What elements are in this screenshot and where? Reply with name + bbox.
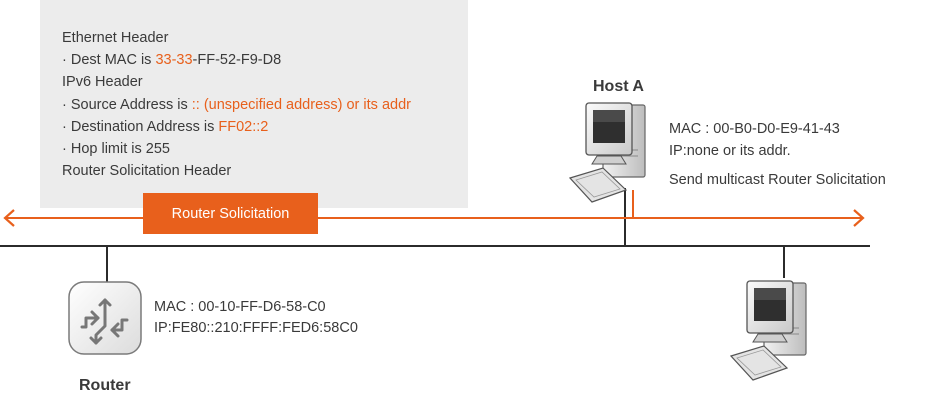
router-ip: IP:FE80::210:FFFF:FED6:58C0: [154, 320, 358, 336]
host-a-action: Send multicast Router Solicitation: [669, 172, 886, 188]
packet-header-panel: [40, 0, 468, 208]
multicast-arrow: [3, 190, 865, 227]
router-mac: MAC : 00-10-FF-D6-58-C0: [154, 299, 326, 315]
dest-mac-highlight: 33-33: [155, 52, 193, 69]
rs-header-title: Router Solicitation Header: [62, 163, 232, 180]
host-a-ip: IP:none or its addr.: [669, 143, 791, 159]
destination-address-highlight: FF02::2: [218, 118, 269, 135]
ethernet-header-title: Ethernet Header: [62, 30, 169, 46]
source-address-prefix: · Source Address is: [62, 96, 192, 113]
destination-address-prefix: · Destination Address is: [62, 118, 219, 135]
source-address-line: · Source Address is :: (unspecified addr…: [62, 94, 411, 116]
router-icon: [68, 281, 142, 355]
router-name: Router: [79, 377, 131, 394]
router-solicitation-label: Router Solicitation: [143, 193, 318, 234]
source-address-highlight: :: (unspecified address) or its addr: [191, 96, 411, 113]
packet-header-text: Ethernet Header · Dest MAC is 33-33-FF-5…: [62, 27, 411, 182]
dest-mac-line: · Dest MAC is 33-33-FF-52-F9-D8: [62, 49, 411, 71]
dest-mac-prefix: · Dest MAC is: [62, 52, 156, 69]
dest-mac-rest: -FF-52-F9-D8: [192, 52, 282, 69]
destination-address-line: · Destination Address is FF02::2: [62, 116, 411, 138]
ipv6-header-title: IPv6 Header: [62, 74, 143, 91]
host-a-mac: MAC : 00-B0-D0-E9-41-43: [669, 121, 840, 137]
host-b-computer-icon: [729, 280, 807, 381]
host-a-computer-icon: [568, 102, 646, 203]
host-a-name: Host A: [593, 78, 644, 95]
hop-limit-line: · Hop limit is 255: [62, 140, 170, 157]
